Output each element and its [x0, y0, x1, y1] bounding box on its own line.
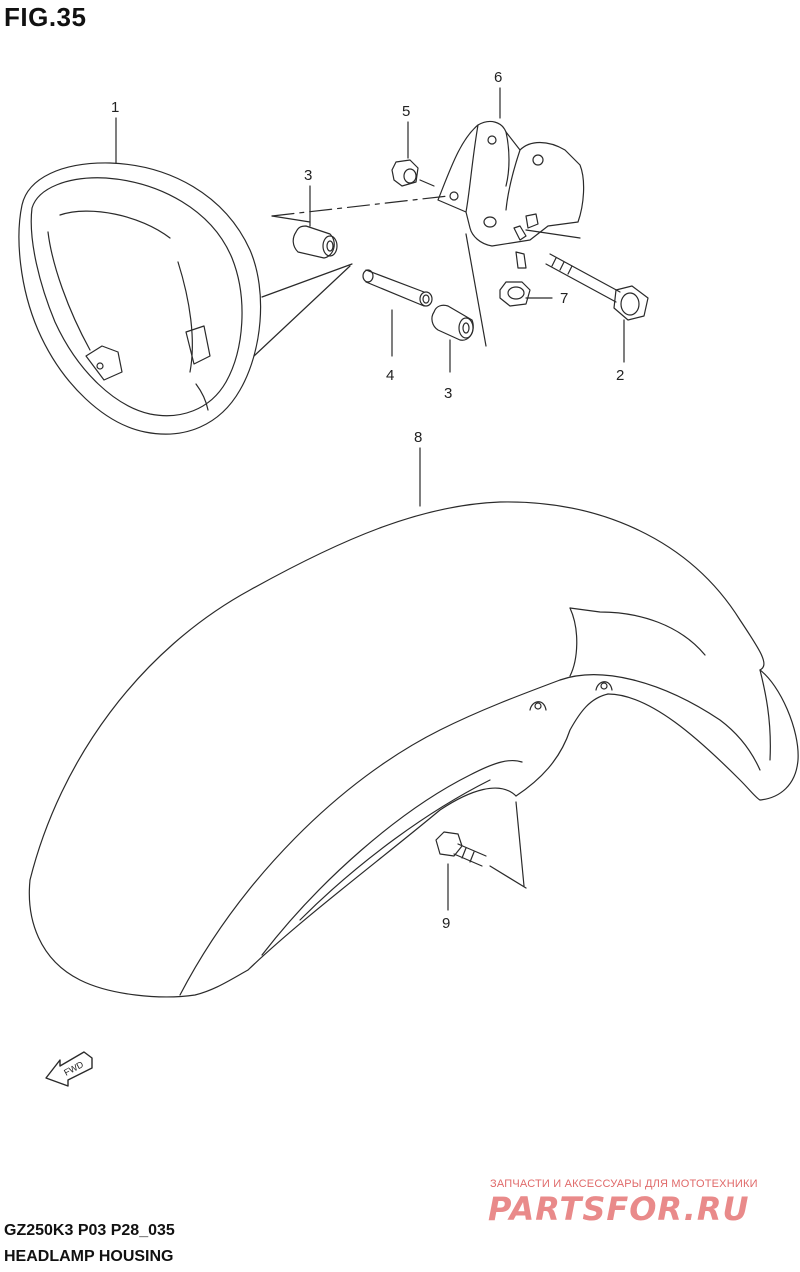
watermark-subtitle: ЗАПЧАСТИ И АКСЕССУАРЫ ДЛЯ МОТОТЕХНИКИ — [490, 1178, 758, 1190]
model-code: GZ250K3 P03 P28_035 — [4, 1222, 175, 1239]
watermark-brand: PARTSFOR.RU — [488, 1190, 750, 1228]
callout-label-5: 5 — [402, 103, 410, 120]
callout-label-2: 2 — [616, 367, 624, 384]
cushion-3-lower-part — [431, 304, 474, 341]
callout-label-8: 8 — [414, 429, 422, 446]
figure-title: FIG.35 — [4, 2, 87, 32]
cushion-3-upper-part — [292, 225, 338, 259]
nut-7-part — [499, 251, 553, 307]
fwd-arrow-icon: FWD — [45, 1051, 93, 1087]
front-fender-part — [28, 501, 799, 998]
callout-label-4: 4 — [386, 367, 394, 384]
headlamp-housing-part — [18, 162, 353, 435]
nut-5-part — [391, 159, 435, 187]
callout-label-7: 7 — [560, 290, 568, 307]
assembly-name: HEADLAMP HOUSING — [4, 1248, 174, 1265]
callout-label-1: 1 — [111, 99, 119, 116]
callout-label-3-upper: 3 — [304, 167, 312, 184]
bolt-9-part — [435, 831, 487, 867]
spacer-part — [362, 269, 433, 307]
bracket-part — [271, 120, 585, 347]
bolt-2-part — [545, 253, 649, 321]
callout-label-9: 9 — [442, 915, 450, 932]
callout-label-3-lower: 3 — [444, 385, 452, 402]
callout-label-6: 6 — [494, 69, 502, 86]
